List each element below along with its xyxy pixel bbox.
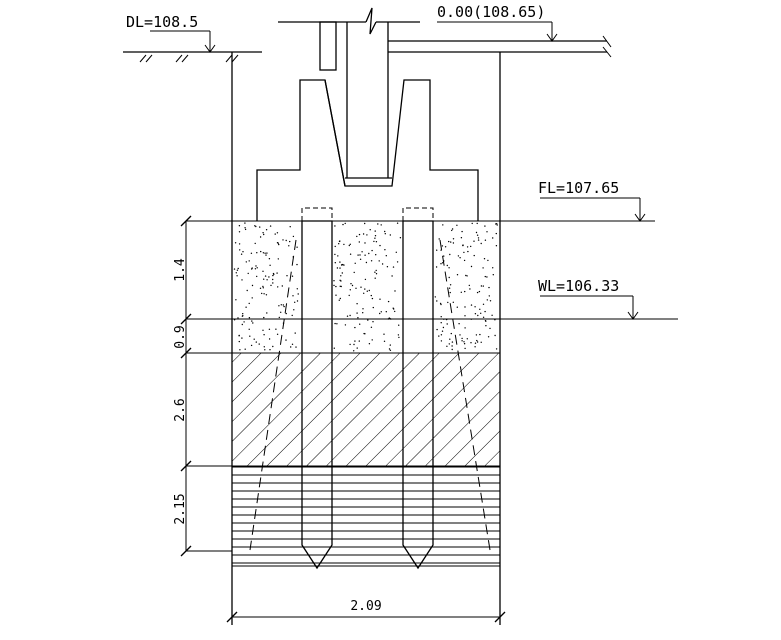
clay-layer bbox=[232, 353, 500, 466]
level-marker-ground: DL=108.5 bbox=[126, 13, 216, 53]
sand-layer-1 bbox=[232, 221, 500, 319]
water-level-label: WL=106.33 bbox=[538, 277, 619, 295]
layer-3-thickness: 2.6 bbox=[173, 398, 188, 421]
level-marker-zero: 0.00(108.65) bbox=[437, 3, 558, 42]
width-dimension: 2.09 bbox=[226, 599, 506, 623]
layer-4-thickness: 2.15 bbox=[173, 493, 188, 524]
sand-dot-texture bbox=[233, 222, 498, 352]
ground-level-label: DL=108.5 bbox=[126, 13, 198, 31]
layer-dimension-chain: 1.4 0.9 2.6 2.15 bbox=[173, 215, 232, 557]
sand-layer-2 bbox=[232, 319, 500, 353]
foundation-block bbox=[231, 7, 612, 625]
silt-layer bbox=[232, 466, 500, 566]
level-marker-water: WL=106.33 bbox=[500, 277, 678, 320]
pile-left-cap-dashed bbox=[301, 207, 333, 221]
break-symbol bbox=[365, 7, 377, 35]
soil-layers bbox=[232, 221, 500, 567]
zero-level-label: 0.00(108.65) bbox=[437, 3, 545, 21]
column-stub bbox=[319, 21, 337, 71]
foundation-level-label: FL=107.65 bbox=[538, 179, 619, 197]
pile-right-cap-dashed bbox=[402, 207, 434, 221]
layer-2-thickness: 0.9 bbox=[173, 325, 188, 348]
overall-width-label: 2.09 bbox=[350, 599, 381, 614]
level-marker-foundation: FL=107.65 bbox=[232, 179, 655, 222]
ground-line bbox=[123, 51, 262, 63]
layer-1-thickness: 1.4 bbox=[173, 258, 188, 282]
